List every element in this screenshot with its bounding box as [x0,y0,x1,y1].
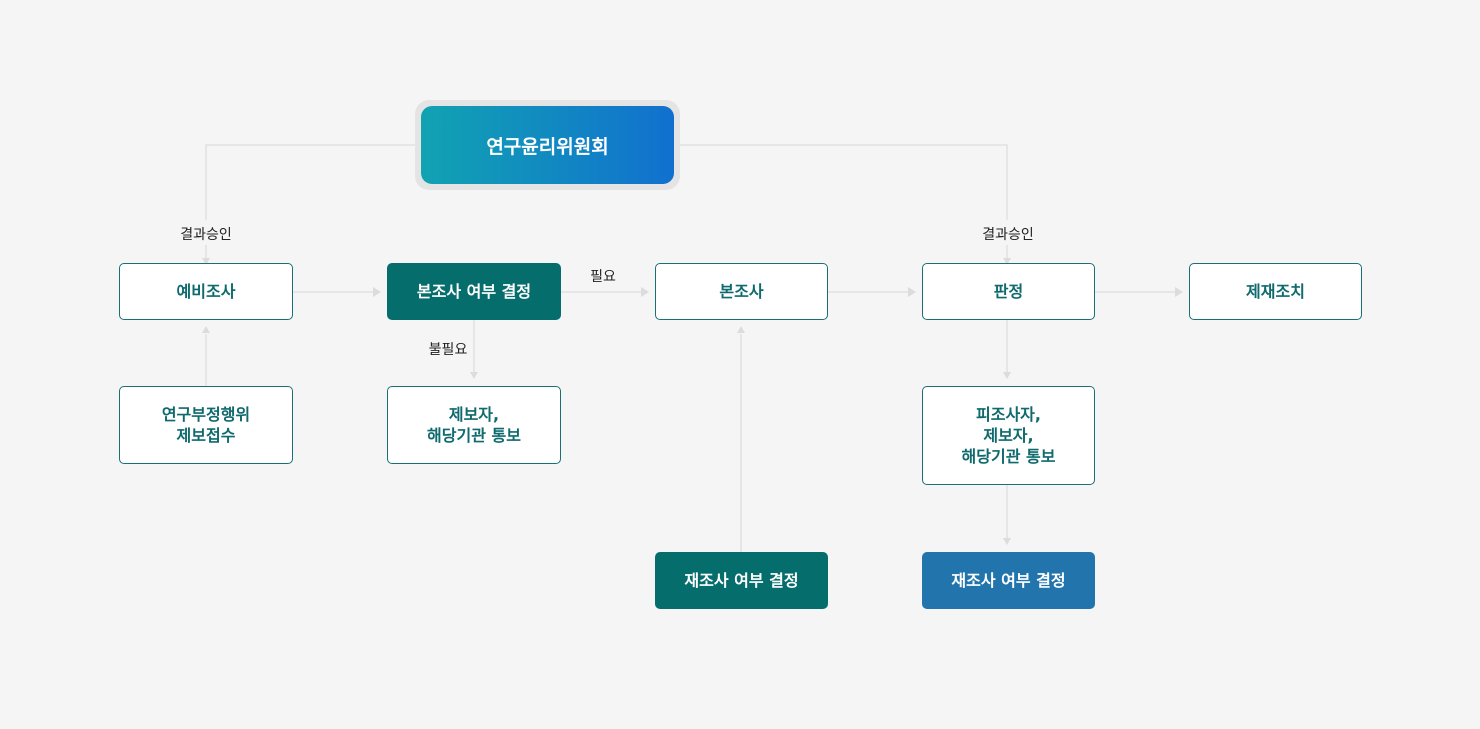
arrowhead-to-judgment [908,287,916,297]
node-main-decision: 본조사 여부 결정 [387,263,561,320]
node-report-receipt: 연구부정행위 제보접수 [119,386,293,464]
committee-label: 연구윤리위원회 [486,135,609,158]
node-notify-2-label: 피조사자, 제보자, 해당기관 통보 [961,405,1056,466]
label-needed: 필요 [590,269,616,285]
node-reinvestigation-2-label: 재조사 여부 결정 [951,571,1066,590]
arrowhead-approval-right [1003,258,1011,265]
node-reinvestigation-2: 재조사 여부 결정 [922,552,1095,609]
arrowhead-to-reinv-2 [1003,538,1011,545]
node-reinvestigation-1-label: 재조사 여부 결정 [684,571,799,590]
committee-node: 연구윤리위원회 [421,106,674,184]
label-approval-right: 결과승인 [982,227,1034,243]
node-main-investigation: 본조사 [655,263,828,320]
arrowhead-approval-left [202,258,210,265]
arrowhead-to-main [641,287,649,297]
node-report-receipt-label: 연구부정행위 제보접수 [161,405,251,445]
arrowhead-to-sanction [1175,287,1183,297]
node-preliminary: 예비조사 [119,263,293,320]
arrowhead-to-notify-2 [1003,372,1011,379]
connector-committee-right [674,144,1008,220]
node-judgment: 판정 [922,263,1095,320]
arrowhead-to-main-from-reinv [737,326,745,333]
node-sanction: 제재조치 [1189,263,1362,320]
node-reinvestigation-1: 재조사 여부 결정 [655,552,828,609]
committee-node-frame: 연구윤리위원회 [415,100,680,190]
node-notify-1: 제보자, 해당기관 통보 [387,386,561,464]
label-approval-left: 결과승인 [180,227,232,243]
node-main-investigation-label: 본조사 [719,282,764,301]
node-notify-1-label: 제보자, 해당기관 통보 [427,405,521,445]
arrowhead-to-decision [373,287,381,297]
label-not-needed: 불필요 [428,342,468,358]
node-preliminary-label: 예비조사 [176,282,236,301]
node-sanction-label: 제재조치 [1246,282,1305,301]
arrowhead-to-prelim [202,326,210,333]
node-judgment-label: 판정 [993,282,1024,301]
arrowhead-to-notify-1 [470,372,478,379]
node-notify-2: 피조사자, 제보자, 해당기관 통보 [922,386,1095,485]
connector-committee-left [205,144,421,220]
node-main-decision-label: 본조사 여부 결정 [416,282,532,301]
